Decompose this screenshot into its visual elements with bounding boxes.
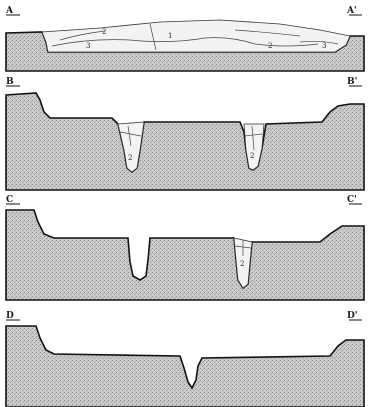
section-b-left-label: B bbox=[6, 77, 14, 87]
section-a-left-label: A bbox=[5, 6, 14, 16]
section-b-right-label: B' bbox=[347, 77, 357, 87]
section-a-unit-label: 3 bbox=[322, 42, 326, 50]
section-c-right-label: C' bbox=[347, 195, 357, 205]
section-a-unit-label: 2 bbox=[268, 42, 272, 50]
section-c: C C' 2 bbox=[6, 195, 364, 300]
section-a-unit-label: 1 bbox=[168, 32, 172, 40]
section-b-unit-label: 2 bbox=[250, 152, 254, 160]
section-d-right-label: D' bbox=[347, 311, 358, 321]
section-a-right-label: A' bbox=[346, 6, 357, 16]
section-a: A A' 1 2 3 2 3 bbox=[5, 6, 364, 71]
section-c-bedrock bbox=[6, 210, 364, 300]
section-d: D D' bbox=[6, 311, 364, 407]
section-b-bedrock bbox=[6, 93, 364, 190]
section-d-bedrock bbox=[6, 326, 364, 407]
section-c-left-label: C bbox=[6, 195, 13, 205]
section-a-unit-label: 2 bbox=[102, 28, 106, 36]
section-a-unit-label: 3 bbox=[86, 42, 90, 50]
section-b: B B' 2 2 bbox=[6, 77, 364, 190]
section-b-unit-label: 2 bbox=[128, 154, 132, 162]
section-c-unit-label: 2 bbox=[240, 260, 244, 268]
section-d-left-label: D bbox=[6, 311, 14, 321]
